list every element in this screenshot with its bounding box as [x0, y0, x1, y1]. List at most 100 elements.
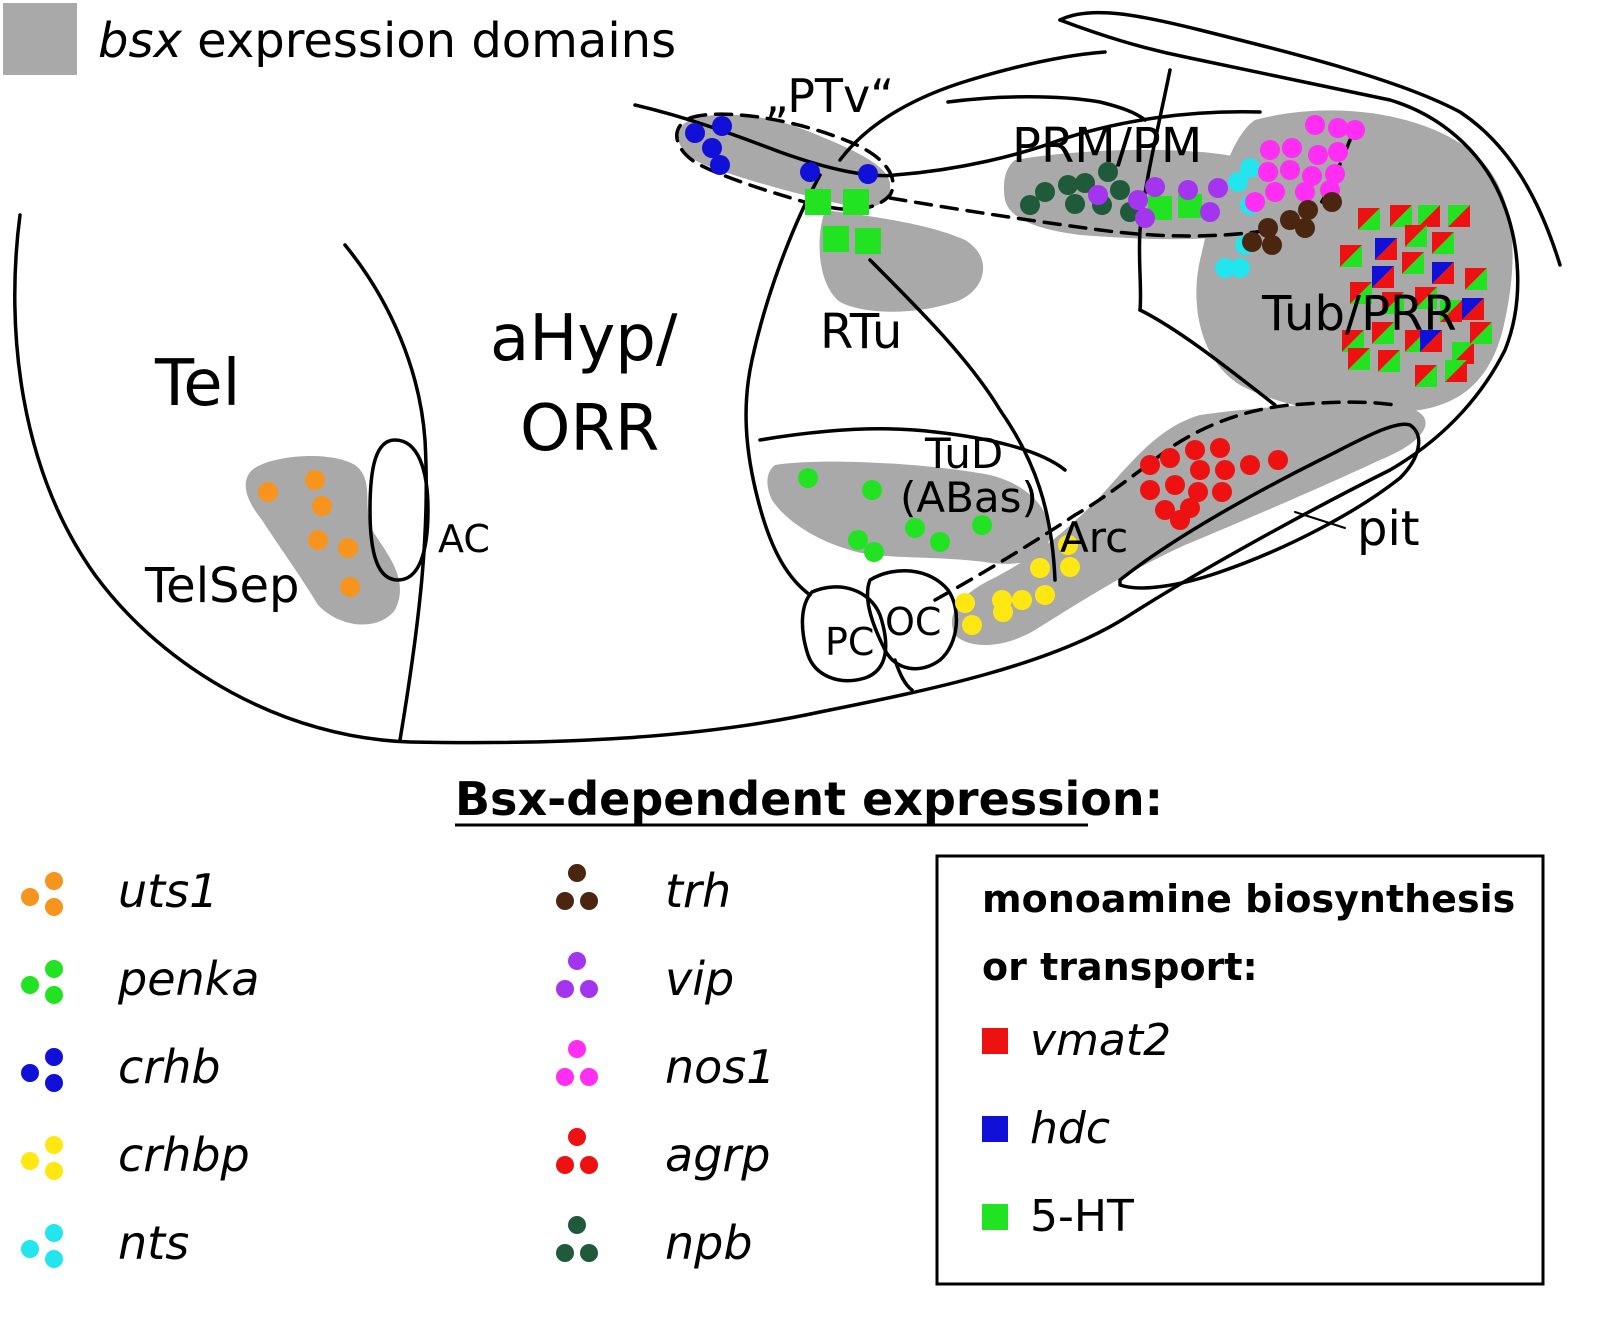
legend-item-crhbp: crhbp [21, 1128, 250, 1182]
monoamine-item-5-HT: 5-HT [982, 1191, 1134, 1242]
ac-outline [368, 438, 430, 582]
nos1-dot [1280, 160, 1300, 180]
bsx-legend-swatch [3, 3, 77, 75]
agrp-dot [1155, 500, 1175, 520]
oc-vertical-line [893, 658, 914, 692]
5ht-square [843, 189, 869, 215]
nos1-dot [1325, 164, 1345, 184]
monoamine-square [1432, 232, 1454, 254]
npb-legend-dot [556, 1244, 574, 1262]
5ht-squares [805, 189, 1202, 254]
monoamine-square-lower [1378, 350, 1400, 372]
monoamine-square [1372, 322, 1394, 344]
agrp-dot [1170, 510, 1190, 530]
monoamine-square-lower [1418, 205, 1440, 227]
agrp-dot [1165, 475, 1185, 495]
agrp-dot [1210, 438, 1230, 458]
monoamine-square [1452, 342, 1474, 364]
monoamine-title-line2: or transport: [982, 945, 1258, 989]
crhb-legend-dot [45, 1048, 63, 1066]
monoamine-square [1340, 245, 1362, 267]
legend-label-trh: trh [665, 864, 731, 918]
nts-legend-dot [21, 1240, 39, 1258]
monoamine-square-lower [1440, 300, 1462, 322]
monoamine-square-lower [1452, 342, 1474, 364]
monoamine-square-lower [1340, 245, 1362, 267]
legend-item-agrp: agrp [556, 1128, 771, 1182]
nos1-dot [1328, 118, 1348, 138]
npb-dot [1035, 182, 1055, 202]
bsx-legend-label-rest: expression domains [182, 13, 676, 69]
agrp-dot [1215, 460, 1235, 480]
label-arc: Arc [1060, 513, 1128, 562]
agrp-dot [1188, 482, 1208, 502]
agrp-dot [1140, 455, 1160, 475]
trh-dot [1298, 200, 1318, 220]
legend-label-agrp: agrp [665, 1128, 771, 1182]
uts1-legend-dot [21, 888, 39, 906]
penka-dot [930, 532, 950, 552]
nos1-dot [1345, 120, 1365, 140]
monoamine-square-lower [1382, 292, 1404, 314]
monoamine-square [1415, 287, 1437, 309]
npb-legend-dot [580, 1244, 598, 1262]
npb-dot [1110, 180, 1130, 200]
monoamine-square-lower [1358, 208, 1380, 230]
monoamine-square-lower [1470, 322, 1492, 344]
legend-item-crhb: crhb [21, 1040, 221, 1094]
uts1-legend-dot [45, 872, 63, 890]
trh-dot [1258, 218, 1278, 238]
monoamine-square [1420, 330, 1442, 352]
legend-item-nts: nts [21, 1216, 189, 1270]
legend-label-nos1: nos1 [665, 1040, 776, 1094]
crhbp-dot [955, 593, 975, 613]
legend-label-uts1: uts1 [118, 864, 218, 918]
penka-dot [862, 480, 882, 500]
hdc-swatch [982, 1116, 1008, 1142]
monoamine-square-lower [1372, 322, 1394, 344]
vip-dot [1128, 190, 1148, 210]
nos1-legend-dot [556, 1068, 574, 1086]
crhbp-legend-dot [45, 1162, 63, 1180]
monoamine-square [1405, 225, 1427, 247]
monoamine-square [1372, 266, 1394, 288]
monoamine-square-lower [1415, 365, 1437, 387]
vip-dot [1200, 202, 1220, 222]
monoamine-square [1470, 322, 1492, 344]
npb-dot [1075, 173, 1095, 193]
uts1-dot [305, 470, 325, 490]
legend-label-crhb: crhb [118, 1040, 221, 1094]
uts1-dot [258, 482, 278, 502]
trh-legend-dot [556, 892, 574, 910]
label-oc: OC [885, 600, 941, 644]
nos1-dot [1245, 192, 1265, 212]
legend-item-uts1: uts1 [21, 864, 218, 918]
legend-item-npb: npb [556, 1216, 753, 1270]
outer-dorsal-contour [1058, 10, 1562, 267]
crhb-dot [800, 162, 820, 182]
penka-dot [972, 515, 992, 535]
crhbp-dot [993, 602, 1013, 622]
trh-dot [1295, 218, 1315, 238]
crhb-dot [685, 123, 705, 143]
agrp-dot [1240, 455, 1260, 475]
agrp-legend-dot [568, 1128, 586, 1146]
5ht-square [823, 226, 849, 252]
monoamine-square-lower [1390, 205, 1412, 227]
label-rtu: RTu [820, 304, 902, 360]
crhbp-dot [1060, 557, 1080, 577]
legend-item-penka: penka [21, 952, 259, 1006]
bsx-legend-label: bsx expression domains [98, 13, 676, 69]
nos1-dot [1260, 140, 1280, 160]
domain-ptv [677, 114, 891, 208]
monoamine-label-5-HT: 5-HT [1030, 1191, 1134, 1242]
monoamine-square [1465, 268, 1487, 290]
monoamine-square-lower [1448, 205, 1470, 227]
penka-dot [798, 468, 818, 488]
crhbp-cells [955, 535, 1080, 635]
crhbp-legend-dot [45, 1136, 63, 1154]
agrp-legend-dot [556, 1156, 574, 1174]
monoamine-square-lower [1375, 238, 1397, 260]
nts-dot [1228, 172, 1248, 192]
